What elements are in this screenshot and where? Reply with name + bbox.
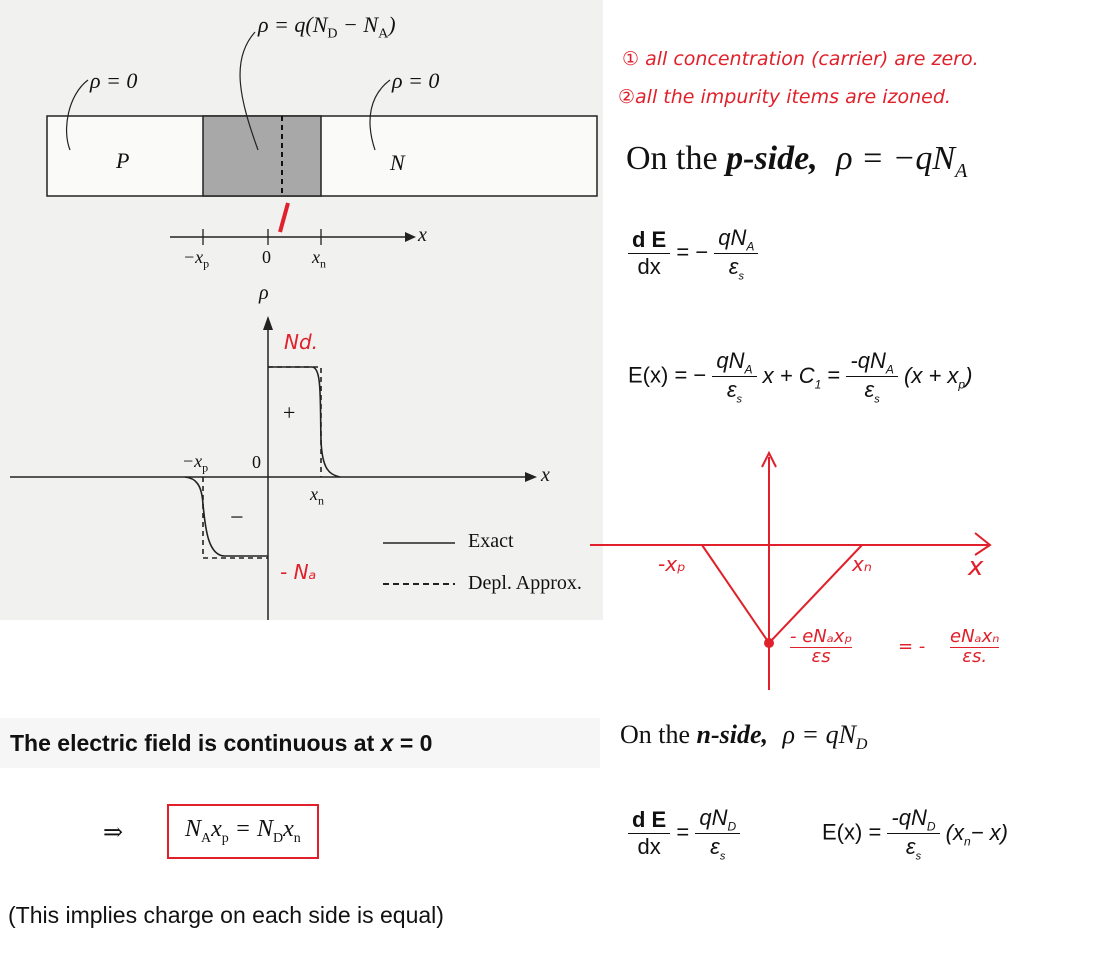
sketch-x-label: x	[968, 552, 984, 582]
implies-arrow: ⇒	[103, 820, 124, 846]
junction-bar	[46, 115, 598, 197]
depl-approx-p	[202, 477, 268, 559]
handwritten-na: - Nₐ	[280, 560, 317, 584]
charge-balance-box: NAxp = NDxn	[167, 804, 319, 859]
legend-depl-approx: Depl. Approx.	[468, 572, 582, 594]
continuity-band	[0, 718, 600, 768]
plus-sign: +	[283, 400, 296, 425]
tick-neg-xp-bottom: −xp	[182, 451, 209, 475]
sketch-min-right: eNₐxₙ εs.	[950, 626, 1000, 667]
sketch-xn: xₙ	[852, 552, 872, 576]
n-side-heading: On the n-side, ρ = qND	[620, 720, 868, 754]
scanned-figure	[0, 0, 603, 620]
exact-curve-p	[184, 476, 268, 557]
tick-neg-xp-top: −xp	[183, 247, 210, 271]
p-region-label: P	[116, 148, 130, 173]
pn-junction-diagram	[10, 31, 598, 620]
sketch-eq: = -	[898, 636, 926, 657]
note-2: ②all the impurity items are izoned.	[618, 86, 951, 108]
sketch-neg-xp: -xₚ	[658, 552, 686, 576]
rho-zero-left: ρ = 0	[90, 68, 138, 93]
x-axis-label-top: x	[418, 224, 427, 246]
exact-curve-n	[268, 366, 341, 478]
leader-rho-left	[65, 79, 89, 151]
field-sketch	[590, 450, 992, 690]
tick-zero-top: 0	[262, 247, 271, 267]
depletion-region	[202, 115, 322, 197]
n-region-label: N	[390, 150, 405, 175]
leader-rho-right	[369, 79, 391, 151]
minus-sign: −	[230, 505, 244, 531]
sketch-min-left: - eNₐxₚ εs	[790, 626, 853, 667]
rho-charge-label: ρ = q(ND − NA)	[258, 12, 396, 42]
rho-axis-label: ρ	[259, 282, 269, 304]
tick-xn-top: xn	[312, 247, 326, 271]
pen-mark	[278, 202, 290, 233]
x-axis-label-bottom: x	[541, 464, 550, 486]
legend-exact: Exact	[468, 530, 514, 552]
continuity-note: (This implies charge on each side is equ…	[8, 902, 444, 928]
depl-approx-n	[268, 366, 322, 477]
tick-zero-bottom: 0	[252, 452, 261, 472]
note-1: ① all concentration (carrier) are zero.	[622, 48, 979, 70]
tick-xn-bottom: xn	[310, 484, 324, 508]
rho-zero-right: ρ = 0	[392, 68, 440, 93]
handwritten-nd: Nd.	[284, 330, 319, 354]
p-side-heading: On the p-side, ρ = −qNA	[626, 140, 968, 182]
leader-rho-top	[239, 31, 259, 151]
continuity-statement: The electric field is continuous at x = …	[10, 730, 433, 756]
